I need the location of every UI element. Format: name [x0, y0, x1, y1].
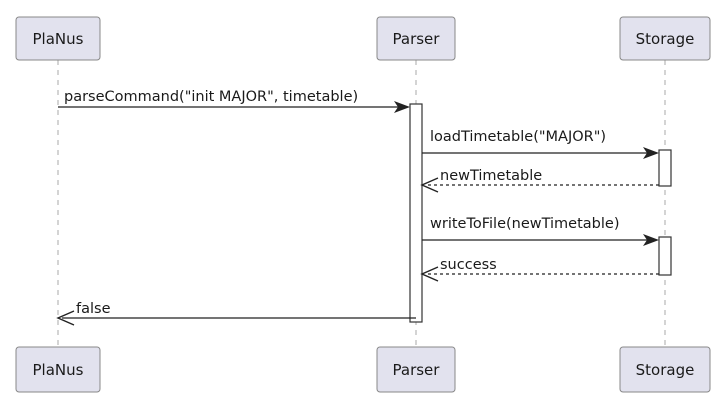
activation-bar-parser: [409, 103, 423, 323]
participant-header-storage-box[interactable]: [619, 16, 711, 61]
message-load-timetable: [422, 147, 659, 159]
arrowhead-open-left-6: [56, 310, 75, 326]
message-parse-command: [58, 101, 410, 113]
message-success: [420, 266, 659, 282]
message-label-load-timetable: loadTimetable("MAJOR"): [430, 129, 606, 145]
participant-footer-parser-label: Parser: [393, 361, 441, 379]
participant-header-planus-box[interactable]: [15, 16, 101, 61]
participant-header-storage-label: Storage: [636, 30, 695, 48]
arrowhead-filled-right-1: [394, 101, 410, 113]
arrowhead-filled-right-2: [643, 147, 659, 159]
message-label-new-timetable: newTimetable: [440, 168, 542, 184]
message-false: [56, 310, 416, 326]
participant-header-planus[interactable]: PlaNus: [15, 16, 101, 61]
message-label-false: false: [76, 301, 111, 317]
message-new-timetable: [420, 177, 659, 193]
participant-footer-planus[interactable]: PlaNus: [15, 346, 101, 393]
participant-footer-parser-box[interactable]: [376, 346, 456, 393]
message-label-success: success: [440, 257, 497, 273]
participant-footer-storage[interactable]: Storage: [619, 346, 711, 393]
participant-footer-planus-box[interactable]: [15, 346, 101, 393]
arrowhead-filled-right-4: [643, 234, 659, 246]
message-label-parse-command: parseCommand("init MAJOR", timetable): [64, 89, 358, 105]
participant-footer-parser[interactable]: Parser: [376, 346, 456, 393]
participant-header-parser[interactable]: Parser: [376, 16, 456, 61]
activation-bars: [409, 103, 672, 323]
arrowhead-open-left-3: [420, 177, 439, 193]
activation-bar-storage-1: [658, 149, 672, 187]
participant-footer-storage-label: Storage: [636, 361, 695, 379]
participant-footer-planus-label: PlaNus: [33, 361, 84, 379]
participant-header-parser-box[interactable]: [376, 16, 456, 61]
message-label-write-to-file: writeToFile(newTimetable): [430, 216, 619, 232]
participant-header-planus-label: PlaNus: [33, 30, 84, 48]
participant-header-parser-label: Parser: [393, 30, 441, 48]
activation-bar-storage-2: [658, 236, 672, 276]
participant-header-storage[interactable]: Storage: [619, 16, 711, 61]
arrowhead-open-left-5: [420, 266, 439, 282]
message-write-to-file: [422, 234, 659, 246]
participant-footer-storage-box[interactable]: [619, 346, 711, 393]
message-labels: parseCommand("init MAJOR", timetable) lo…: [64, 89, 619, 317]
